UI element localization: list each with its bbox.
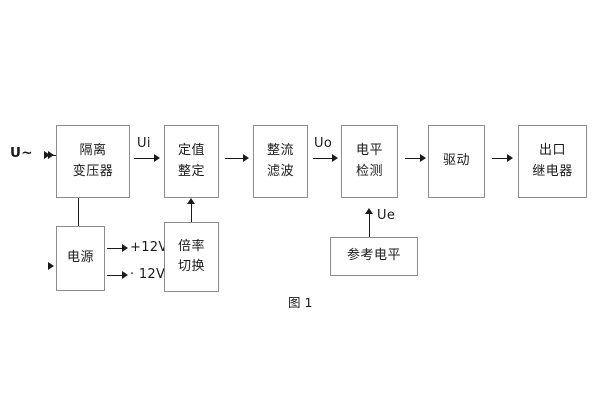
signal-label-ui: Ui	[137, 136, 151, 151]
block-level-detect[interactable]: 电平 检测	[341, 125, 398, 198]
connector-reference-to-level	[369, 213, 370, 237]
figure-caption: 图 1	[288, 295, 313, 310]
connector-setting-to-rectify	[225, 158, 245, 159]
block-rectify-filter-line2: 滤波	[266, 163, 294, 179]
supply-positive-label: +12V	[130, 240, 168, 255]
block-output-relay[interactable]: 出口 继电器	[518, 125, 587, 198]
block-multiplier-switch-line1: 倍率	[177, 238, 205, 254]
connector-multiplier-to-setting	[191, 203, 192, 222]
arrowhead-input-to-power	[48, 262, 54, 270]
arrowhead-power-positive	[122, 244, 128, 252]
supply-negative-label: · 12V	[130, 267, 166, 282]
block-drive-line1: 驱动	[442, 153, 470, 169]
block-level-detect-line2: 检测	[355, 163, 383, 179]
block-rectify-filter-line1: 整流	[266, 143, 294, 159]
signal-label-uo: Uo	[314, 136, 333, 151]
block-output-relay-line1: 出口	[538, 143, 566, 159]
block-setting-value-line1: 定值	[177, 143, 205, 159]
block-isolation-transformer[interactable]: 隔离 变压器	[56, 125, 130, 198]
arrowhead-multiplier-to-setting	[187, 198, 195, 204]
arrowhead-power-negative	[122, 271, 128, 279]
block-rectify-filter[interactable]: 整流 滤波	[253, 125, 308, 198]
arrowhead-input-to-transformer	[48, 151, 54, 159]
block-output-relay-line2: 继电器	[532, 163, 573, 179]
arrowhead-reference-to-level	[365, 208, 373, 214]
arrowhead-rectify-to-level	[332, 154, 338, 162]
block-setting-value-line2: 整定	[177, 163, 205, 179]
connector-drive-to-relay	[492, 158, 510, 159]
block-isolation-transformer-line2: 变压器	[72, 163, 114, 179]
block-drive[interactable]: 驱动	[428, 125, 485, 198]
connector-power-positive	[107, 248, 125, 249]
arrowhead-drive-to-relay	[507, 154, 513, 162]
signal-label-ue: Ue	[377, 208, 396, 223]
block-multiplier-switch-line2: 切换	[177, 259, 205, 274]
arrowhead-setting-to-rectify	[243, 154, 249, 162]
arrowhead-input-stub	[44, 151, 50, 159]
input-voltage-label: U~	[10, 145, 33, 161]
block-power-supply-line1: 电源	[66, 250, 94, 266]
block-power-supply[interactable]: 电源	[56, 226, 105, 291]
block-level-detect-line1: 电平	[355, 143, 383, 159]
arrowhead-transformer-to-setting	[154, 154, 160, 162]
block-reference-level-line1: 参考电平	[346, 248, 401, 264]
arrowhead-level-to-drive	[420, 154, 426, 162]
block-reference-level[interactable]: 参考电平	[330, 237, 418, 276]
block-multiplier-switch[interactable]: 倍率 切换	[164, 222, 219, 292]
connector-level-to-drive	[405, 158, 423, 159]
block-isolation-transformer-line1: 隔离	[79, 143, 107, 159]
connector-rectify-to-level	[313, 158, 335, 159]
connector-input-bus	[78, 155, 79, 266]
connector-transformer-to-setting	[134, 158, 156, 159]
connector-power-negative	[107, 275, 125, 276]
block-setting-value[interactable]: 定值 整定	[164, 125, 219, 198]
